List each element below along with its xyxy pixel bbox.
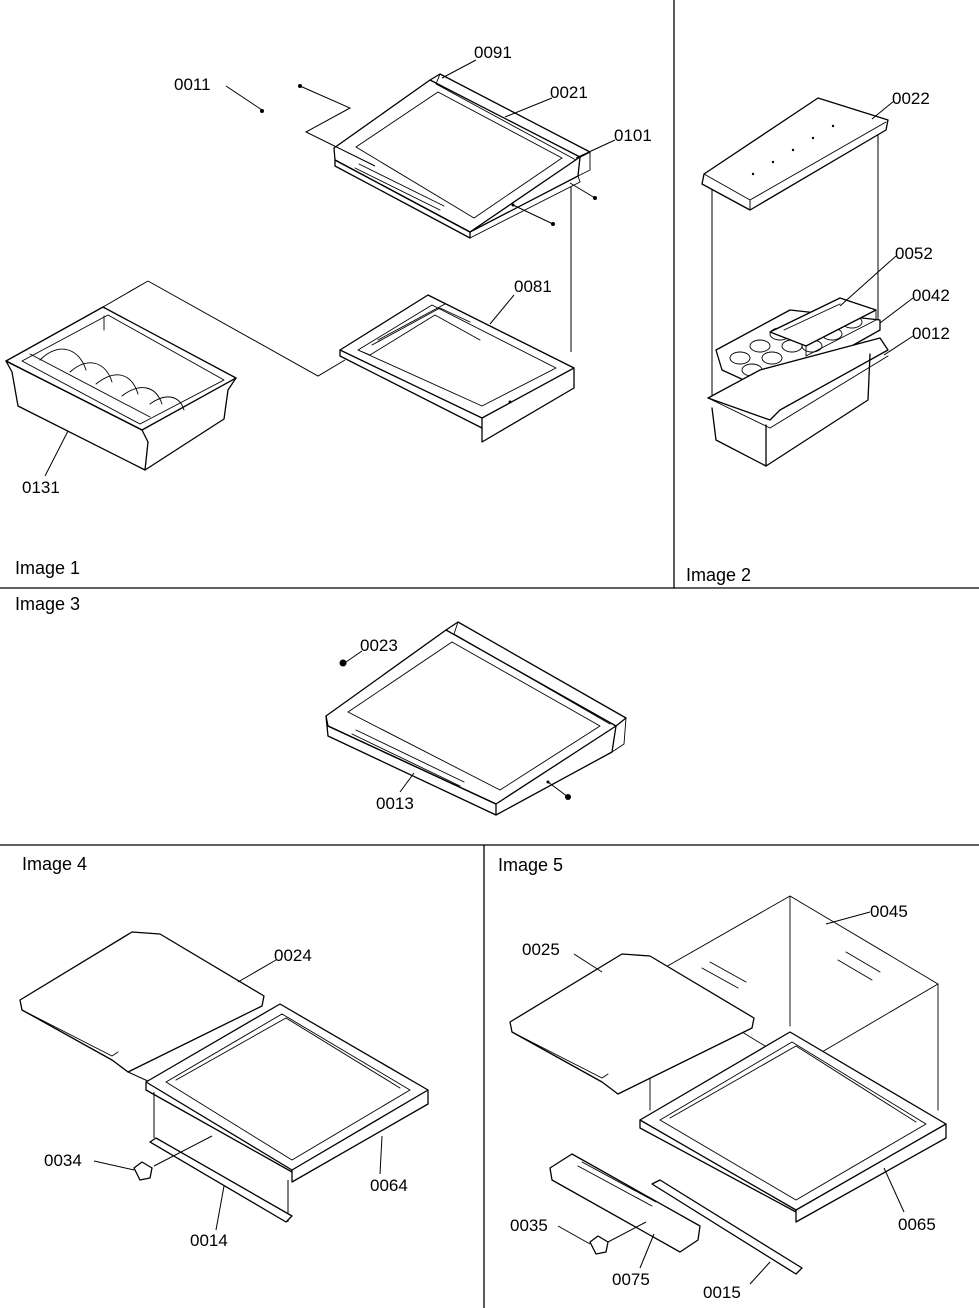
image-1-assembly: 0011 0091 0021 0101 0081 0131 — [5, 43, 652, 497]
part-label-0052: 0052 — [895, 244, 933, 263]
part-label-0011: 0011 — [174, 75, 211, 94]
shelf-frame-drawing — [339, 294, 575, 443]
part-label-0023: 0023 — [360, 636, 398, 655]
drawer-rail-drawing — [149, 1137, 293, 1223]
part-label-0015: 0015 — [703, 1283, 741, 1302]
glass-shelf-drawing — [333, 73, 591, 239]
part-label-0035: 0035 — [510, 1216, 548, 1235]
crisper-frame-drawing — [145, 1003, 429, 1183]
part-label-0065: 0065 — [898, 1215, 936, 1234]
explode-line — [147, 280, 346, 377]
part-label-0014: 0014 — [190, 1231, 228, 1250]
panel-title-image-5: Image 5 — [498, 855, 563, 875]
explode-line — [102, 280, 149, 308]
part-label-0064: 0064 — [370, 1176, 408, 1195]
dairy-cover-drawing — [701, 97, 889, 211]
image-5-assembly: 0025 0045 0035 0075 0015 0065 — [509, 895, 947, 1302]
part-label-0101: 0101 — [614, 126, 652, 145]
part-label-0091: 0091 — [474, 43, 512, 62]
panel-title-image-4: Image 4 — [22, 854, 87, 874]
panel-title-image-1: Image 1 — [15, 558, 80, 578]
crisper-lid-drawing — [19, 931, 265, 1073]
dairy-bin-drawing — [707, 337, 889, 467]
part-label-0012: 0012 — [912, 324, 950, 343]
part-label-0042: 0042 — [912, 286, 950, 305]
crisper-lid-drawing — [509, 953, 755, 1095]
panel-title-image-2: Image 2 — [686, 565, 751, 585]
part-label-0045: 0045 — [870, 902, 908, 921]
image-2-assembly: 0022 0052 0042 0012 — [701, 89, 950, 467]
part-label-0131: 0131 — [22, 478, 60, 497]
part-label-0081: 0081 — [514, 277, 552, 296]
image-3-assembly: 0023 0013 — [325, 621, 627, 816]
part-label-0034: 0034 — [44, 1151, 82, 1170]
image-4-assembly: 0024 0034 0064 0014 — [19, 931, 429, 1250]
drawer-rail-drawing — [651, 1179, 803, 1275]
panel-title-image-3: Image 3 — [15, 594, 80, 614]
crisper-frame-drawing — [639, 1031, 947, 1223]
clip-drawing — [133, 1161, 153, 1181]
crisper-drawer-drawing — [5, 306, 237, 471]
part-label-0024: 0024 — [274, 946, 312, 965]
drawer-front-drawing — [549, 1153, 701, 1253]
screw-drawing — [260, 84, 597, 226]
part-label-0022: 0022 — [892, 89, 930, 108]
clip-drawing — [589, 1235, 609, 1255]
part-label-0025: 0025 — [522, 940, 560, 959]
part-label-0013: 0013 — [376, 794, 414, 813]
part-label-0075: 0075 — [612, 1270, 650, 1289]
glass-shelf-drawing — [325, 621, 627, 816]
part-label-0021: 0021 — [550, 83, 588, 102]
screw-drawing — [339, 659, 347, 667]
